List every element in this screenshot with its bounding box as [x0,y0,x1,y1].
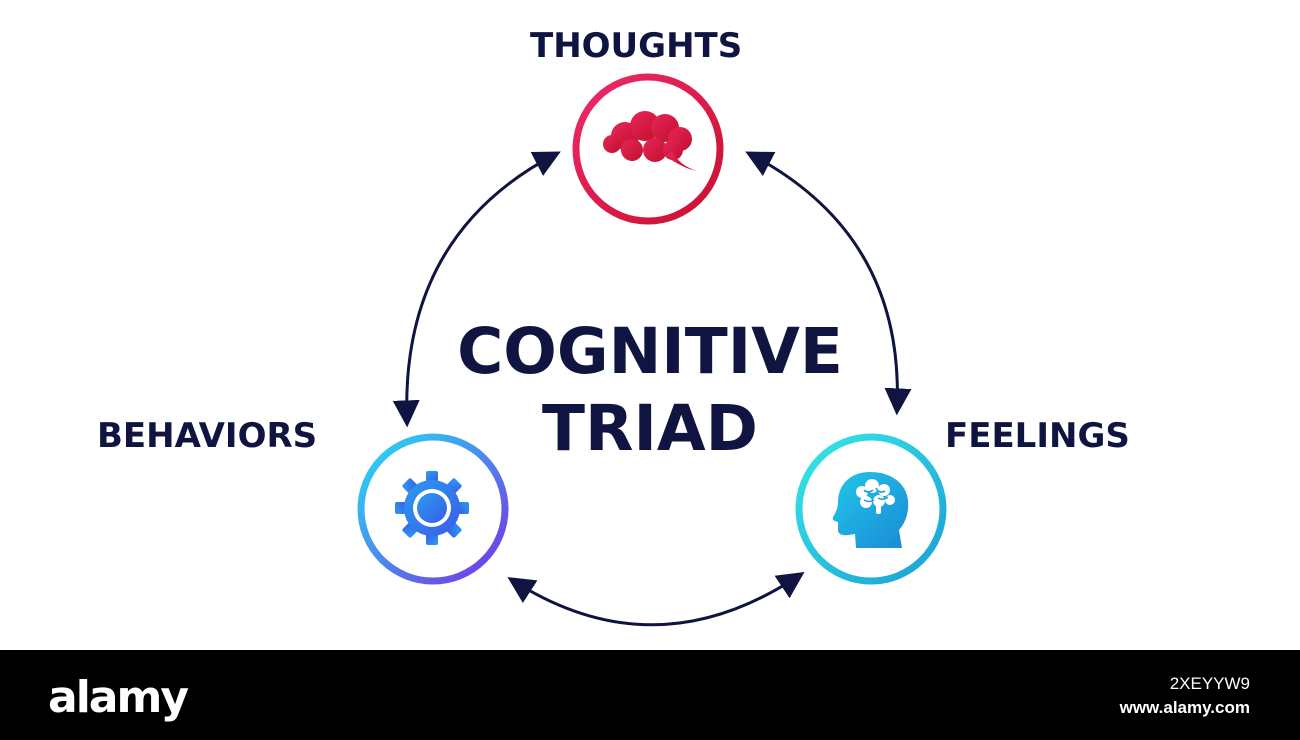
feelings-label: FEELINGS [945,416,1130,456]
behaviors-label: BEHAVIORS [97,416,318,456]
title-line-1: COGNITIVE [457,315,843,388]
diagram-graphics [357,73,947,627]
node-behaviors [357,433,509,585]
node-thoughts [572,73,724,225]
arrow-thoughts-behaviors [392,151,561,428]
speech-cloud-icon [603,111,697,171]
node-feelings [795,433,947,585]
gear-icon [395,471,469,545]
head-brain-icon [832,472,909,548]
diagram-title: COGNITIVE TRIAD [400,314,900,468]
alamy-logo: alamy [48,672,189,723]
watermark-footer: alamy 2XEYYW9 www.alamy.com [0,650,1300,740]
thoughts-label: THOUGHTS [530,26,743,66]
footer-url: www.alamy.com [1119,698,1250,717]
image-id: 2XEYYW9 [1169,674,1250,693]
arrow-thoughts-feelings [745,151,912,416]
title-line-2: TRIAD [542,391,758,465]
arrow-behaviors-feelings [507,571,805,627]
